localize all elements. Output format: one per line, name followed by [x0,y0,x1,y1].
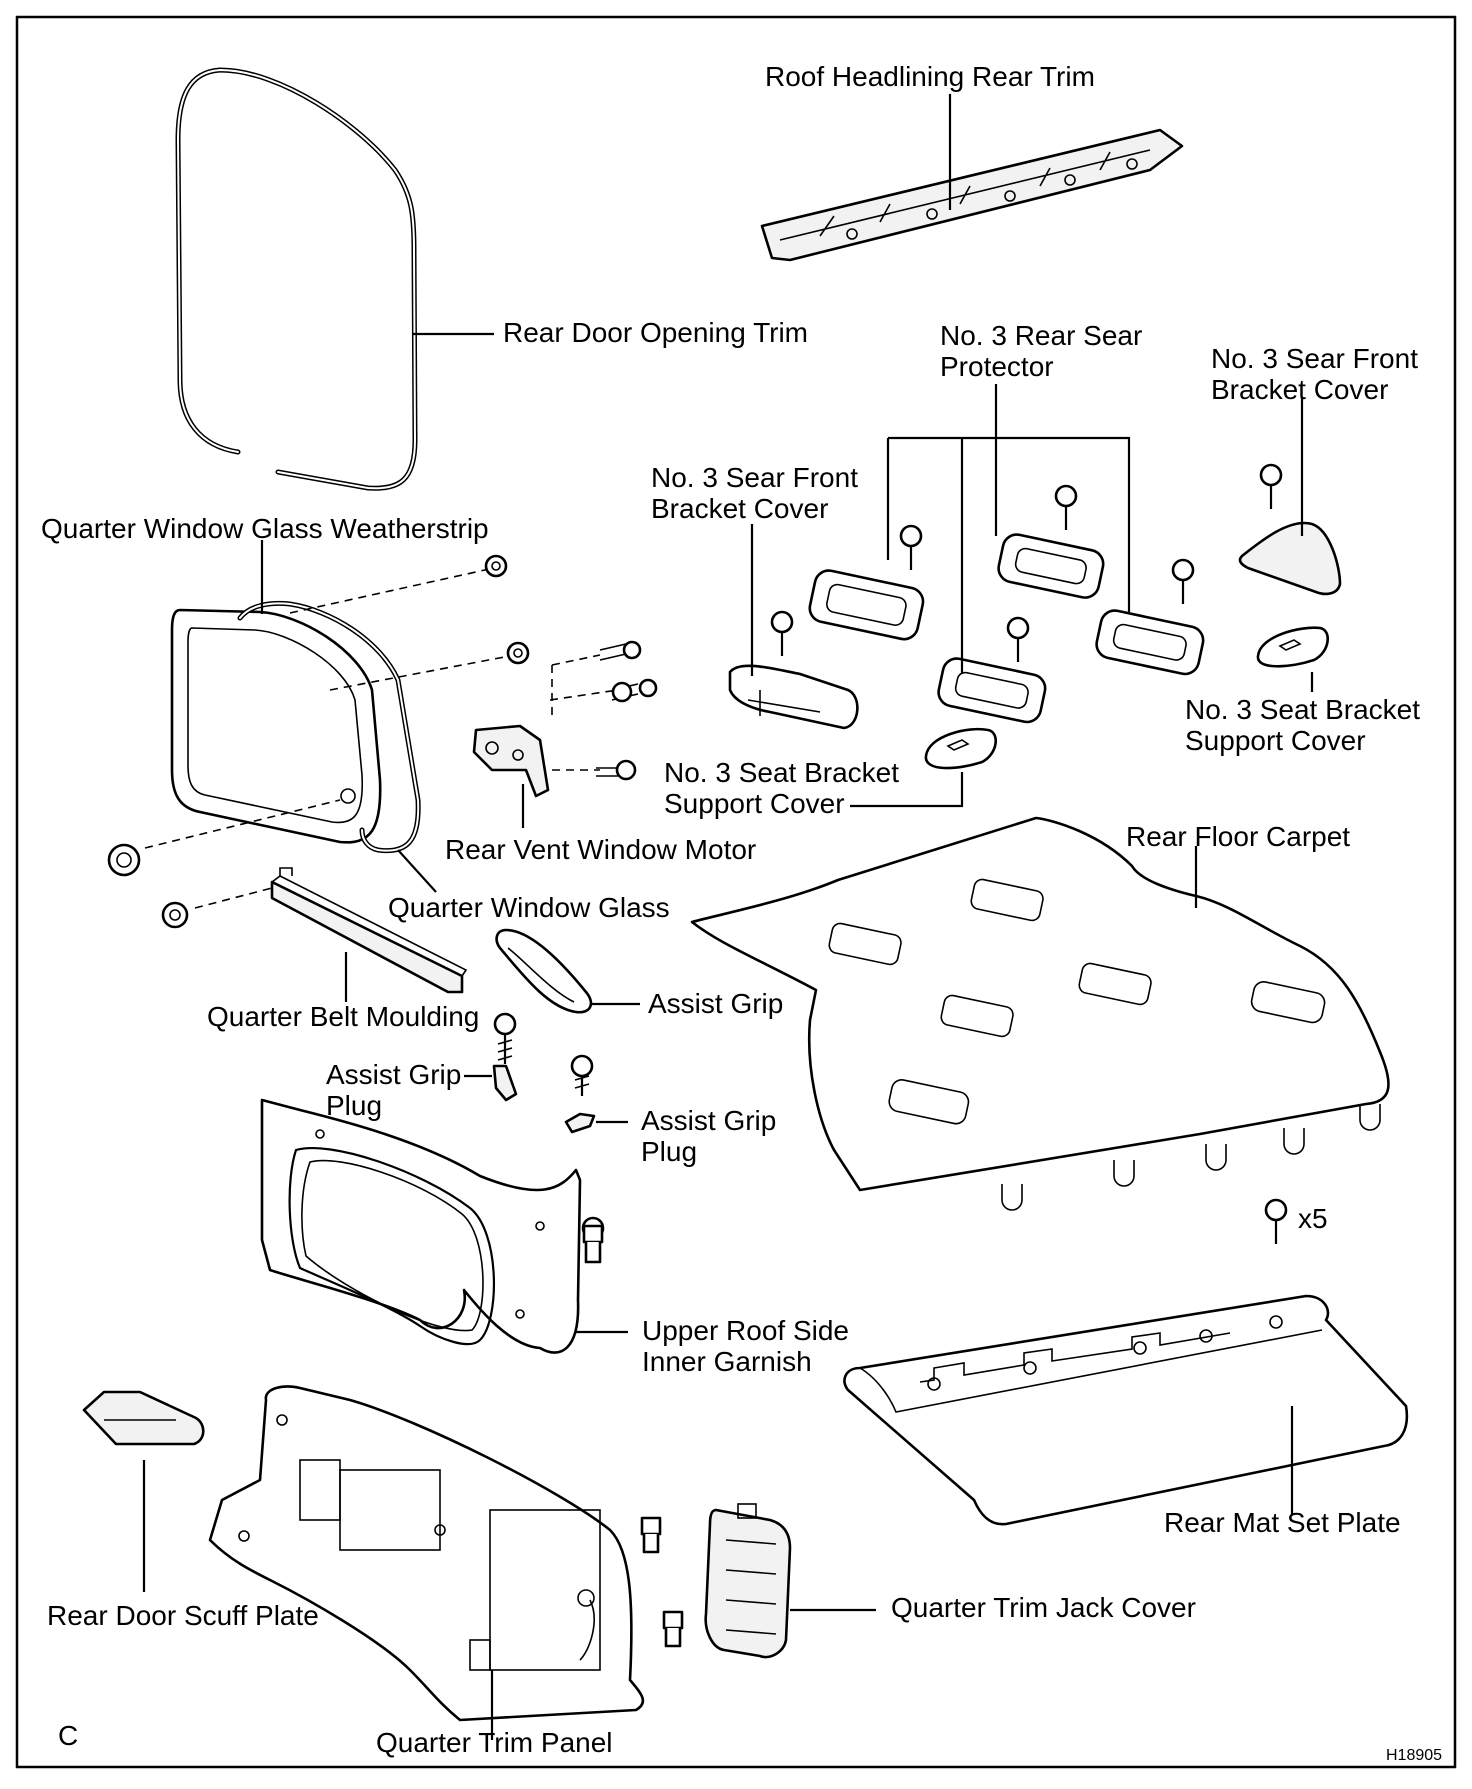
assist-grip-part [495,928,593,1014]
diagram-frame [15,15,1457,1769]
label-assist-grip: Assist Grip [648,988,783,1019]
rear-mat-set-plate-part [843,1198,1409,1526]
label-no3-seat-bracket-support-cover-center-line1: No. 3 Seat Bracket [664,757,899,788]
no3-seat-bracket-support-cover-center-part [924,727,997,770]
label-no3-seat-bracket-support-cover-center-line2: Support Cover [664,788,845,819]
window-clips [107,554,530,877]
label-assist-grip-plug-right-line1: Assist Grip [641,1105,776,1136]
upper-roof-side-inner-garnish-part [260,1098,582,1354]
leader-lines [142,94,1314,1740]
label-quarter-trim-jack-cover: Quarter Trim Jack Cover [891,1592,1196,1623]
label-quarter-trim-panel: Quarter Trim Panel [376,1727,613,1758]
label-rear-door-scuff-plate: Rear Door Scuff Plate [47,1600,319,1631]
label-rear-vent-window-motor: Rear Vent Window Motor [445,834,756,865]
label-assist-grip-plug-right-line2: Plug [641,1136,697,1167]
part-labels: Roof Headlining Rear Trim Rear Door Open… [41,61,1442,1764]
label-quarter-belt-moulding: Quarter Belt Moulding [207,1001,479,1032]
garnish-clip [582,1224,604,1264]
protector-screws [770,463,1283,662]
label-no3-rear-sear-protector-line2: Protector [940,351,1054,382]
figure-code: H18905 [1386,1747,1442,1764]
label-no3-sear-front-bracket-cover-center-line1: No. 3 Sear Front [651,462,858,493]
no3-rear-sear-protectors [808,533,1205,724]
label-roof-headlining-rear-trim: Roof Headlining Rear Trim [765,61,1095,92]
rear-vent-window-motor-part [472,640,658,798]
label-clip-count: x5 [1298,1203,1328,1234]
label-no3-sear-front-bracket-cover-right-line1: No. 3 Sear Front [1211,343,1418,374]
label-rear-mat-set-plate: Rear Mat Set Plate [1164,1507,1401,1538]
quarter-belt-moulding-part [161,867,468,994]
label-quarter-window-glass-weatherstrip: Quarter Window Glass Weatherstrip [41,513,489,544]
label-rear-door-opening-trim: Rear Door Opening Trim [503,317,808,348]
corner-mark: C [58,1720,78,1751]
label-upper-roof-side-inner-garnish-line1: Upper Roof Side [642,1315,849,1346]
label-no3-rear-sear-protector-line1: No. 3 Rear Sear [940,320,1142,351]
label-assist-grip-plug-left-line2: Plug [326,1090,382,1121]
quarter-trim-jack-cover-part [704,1503,792,1659]
no3-sear-front-bracket-cover-right-part [1238,521,1342,596]
label-quarter-window-glass: Quarter Window Glass [388,892,670,923]
quarter-trim-panel-part [208,1385,645,1722]
rear-floor-carpet-part [690,816,1390,1211]
jack-cover-clips [640,1516,684,1648]
assist-grip-plug-right-part [564,1112,596,1134]
label-no3-sear-front-bracket-cover-center-line2: Bracket Cover [651,493,828,524]
label-assist-grip-plug-left-line1: Assist Grip [326,1059,461,1090]
roof-headlining-rear-trim-part [760,128,1184,262]
no3-sear-front-bracket-cover-center-part [728,664,859,730]
label-no3-seat-bracket-support-cover-right-line1: No. 3 Seat Bracket [1185,694,1420,725]
assist-grip-plug-left-part [492,1064,518,1102]
label-rear-floor-carpet: Rear Floor Carpet [1126,821,1350,852]
label-no3-sear-front-bracket-cover-right-line2: Bracket Cover [1211,374,1388,405]
no3-seat-bracket-support-cover-right-part [1256,626,1329,668]
quarter-window-weatherstrip-part [237,600,421,854]
label-no3-seat-bracket-support-cover-right-line2: Support Cover [1185,725,1366,756]
quarter-window-glass-part [170,608,382,844]
rear-door-opening-trim-part [175,67,418,491]
rear-door-scuff-plate-part [82,1390,205,1446]
label-upper-roof-side-inner-garnish-line2: Inner Garnish [642,1346,812,1377]
